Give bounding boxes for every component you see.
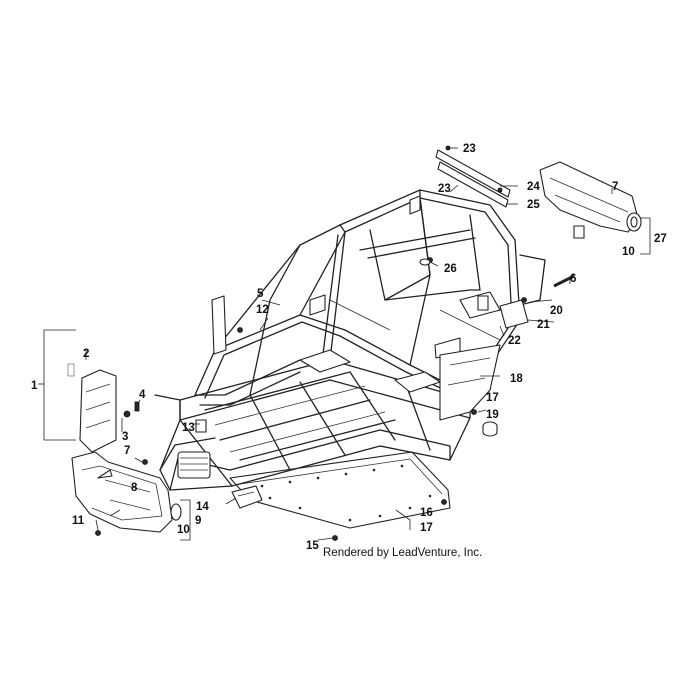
callout-11: 11	[72, 515, 85, 527]
part-20-21-22-brackets	[477, 295, 529, 329]
callout-27: 27	[654, 233, 667, 245]
callout-16: 16	[420, 507, 433, 519]
callout-6: 6	[570, 273, 576, 285]
part-14-bracket	[231, 485, 263, 509]
callout-3: 3	[122, 431, 128, 443]
callout-26: 26	[444, 263, 457, 275]
part-26-clip	[419, 258, 431, 266]
callout-9: 9	[195, 515, 201, 527]
render-credit: Rendered by LeadVenture, Inc.	[323, 547, 482, 559]
callout-22: 22	[508, 335, 521, 347]
main-frame	[154, 359, 471, 491]
callout-2: 2	[83, 348, 89, 360]
callout-10-front: 10	[177, 524, 190, 536]
part-18-rear-panel	[439, 344, 501, 421]
callout-18: 18	[510, 373, 523, 385]
callout-1: 1	[31, 380, 38, 392]
leader-lines	[38, 147, 651, 541]
callout-8: 8	[131, 482, 138, 494]
part-19-bushing	[482, 421, 498, 437]
part-23-24-25-rear-bars	[409, 145, 511, 215]
callout-15: 15	[306, 540, 319, 552]
skid-plate	[229, 451, 451, 529]
callout-4: 4	[139, 389, 146, 401]
callout-7-rear: 7	[612, 181, 618, 193]
callout-5: 5	[257, 288, 264, 300]
callout-17-upper: 17	[486, 392, 499, 404]
roll-cage	[194, 189, 546, 406]
part-6-rod	[553, 274, 577, 289]
callout-24: 24	[527, 181, 540, 193]
callout-14: 14	[196, 501, 209, 513]
part-13-bracket	[195, 419, 207, 433]
callout-17-lower: 17	[420, 522, 433, 534]
part-27-rear-bumper	[539, 161, 642, 239]
callout-20: 20	[550, 305, 563, 317]
callout-23-top: 23	[463, 143, 476, 155]
callout-labels: 1 2 3 4 5 6 7 7 8 9 10 10 11 12 13 14 15…	[31, 143, 667, 552]
part-5-upright	[211, 295, 227, 355]
callout-10-rear: 10	[622, 246, 635, 258]
callout-25: 25	[527, 199, 540, 211]
callout-7-front: 7	[124, 445, 130, 457]
part-2-side-panel	[67, 363, 117, 453]
callout-19: 19	[486, 409, 499, 421]
callout-23-mid: 23	[438, 183, 451, 195]
callout-13: 13	[182, 422, 195, 434]
callout-21: 21	[537, 319, 550, 331]
callout-12: 12	[256, 304, 269, 316]
part-8-front-bumper	[71, 451, 182, 533]
